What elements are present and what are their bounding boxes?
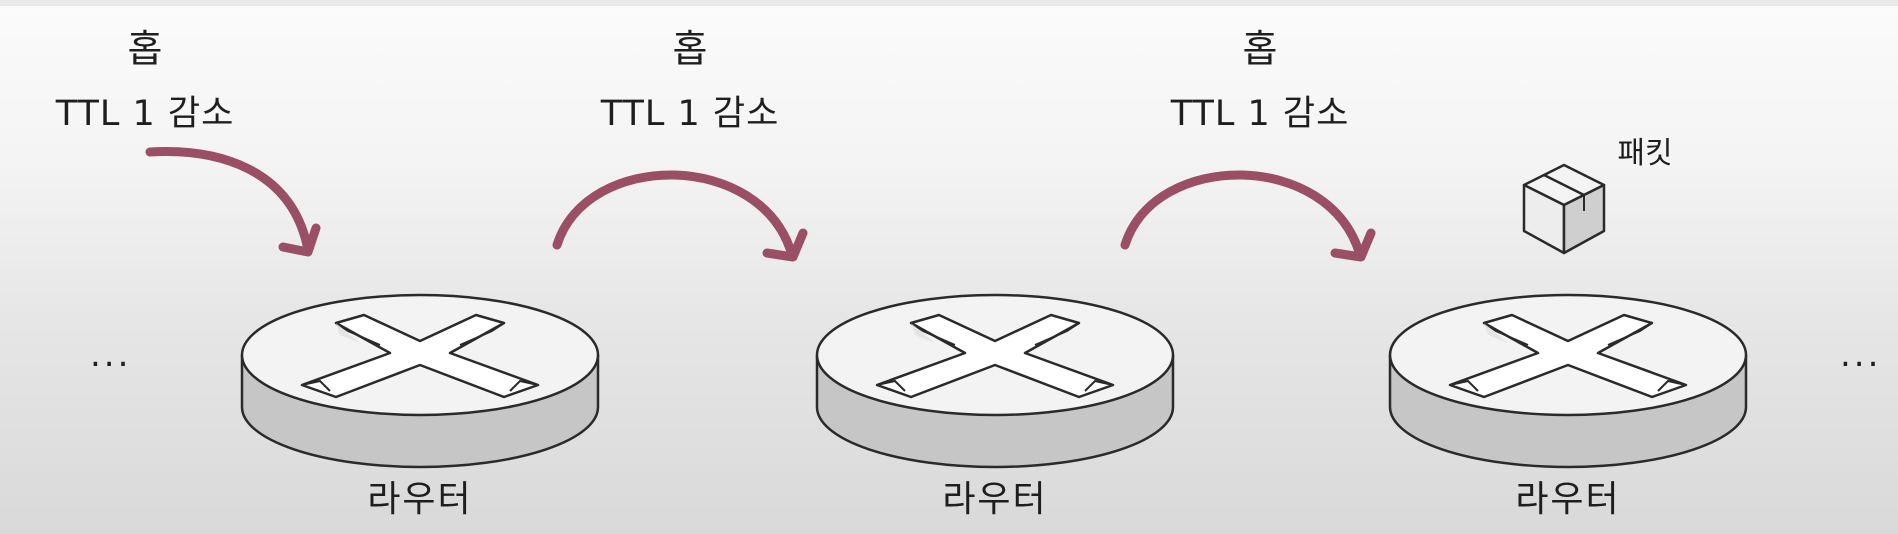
router-label-2: 라우터 xyxy=(942,479,1048,520)
router-icon-3 xyxy=(1388,293,1748,469)
ttl-label-1: TTL 1 감소 xyxy=(55,94,235,134)
hop-arrow-3 xyxy=(1125,175,1371,257)
hop-arrow-1 xyxy=(145,147,321,257)
hop-label-3: 홉 xyxy=(1242,27,1278,71)
router-label-1: 라우터 xyxy=(367,479,473,520)
router-label-3: 라우터 xyxy=(1515,479,1621,520)
packet-icon xyxy=(1522,163,1606,255)
hop-label-1: 홉 xyxy=(127,27,163,71)
packet-label: 패킷 xyxy=(1617,136,1673,171)
ttl-label-3: TTL 1 감소 xyxy=(1170,94,1350,134)
ellipsis-right: ... xyxy=(1840,335,1882,375)
ttl-label-2: TTL 1 감소 xyxy=(600,94,780,134)
hop-label-2: 홉 xyxy=(672,27,708,71)
ellipsis-left: ... xyxy=(90,335,132,375)
top-border xyxy=(0,0,1898,6)
router-icon-1 xyxy=(240,293,600,469)
hop-arrow-2 xyxy=(557,175,803,257)
router-icon-2 xyxy=(815,293,1175,469)
